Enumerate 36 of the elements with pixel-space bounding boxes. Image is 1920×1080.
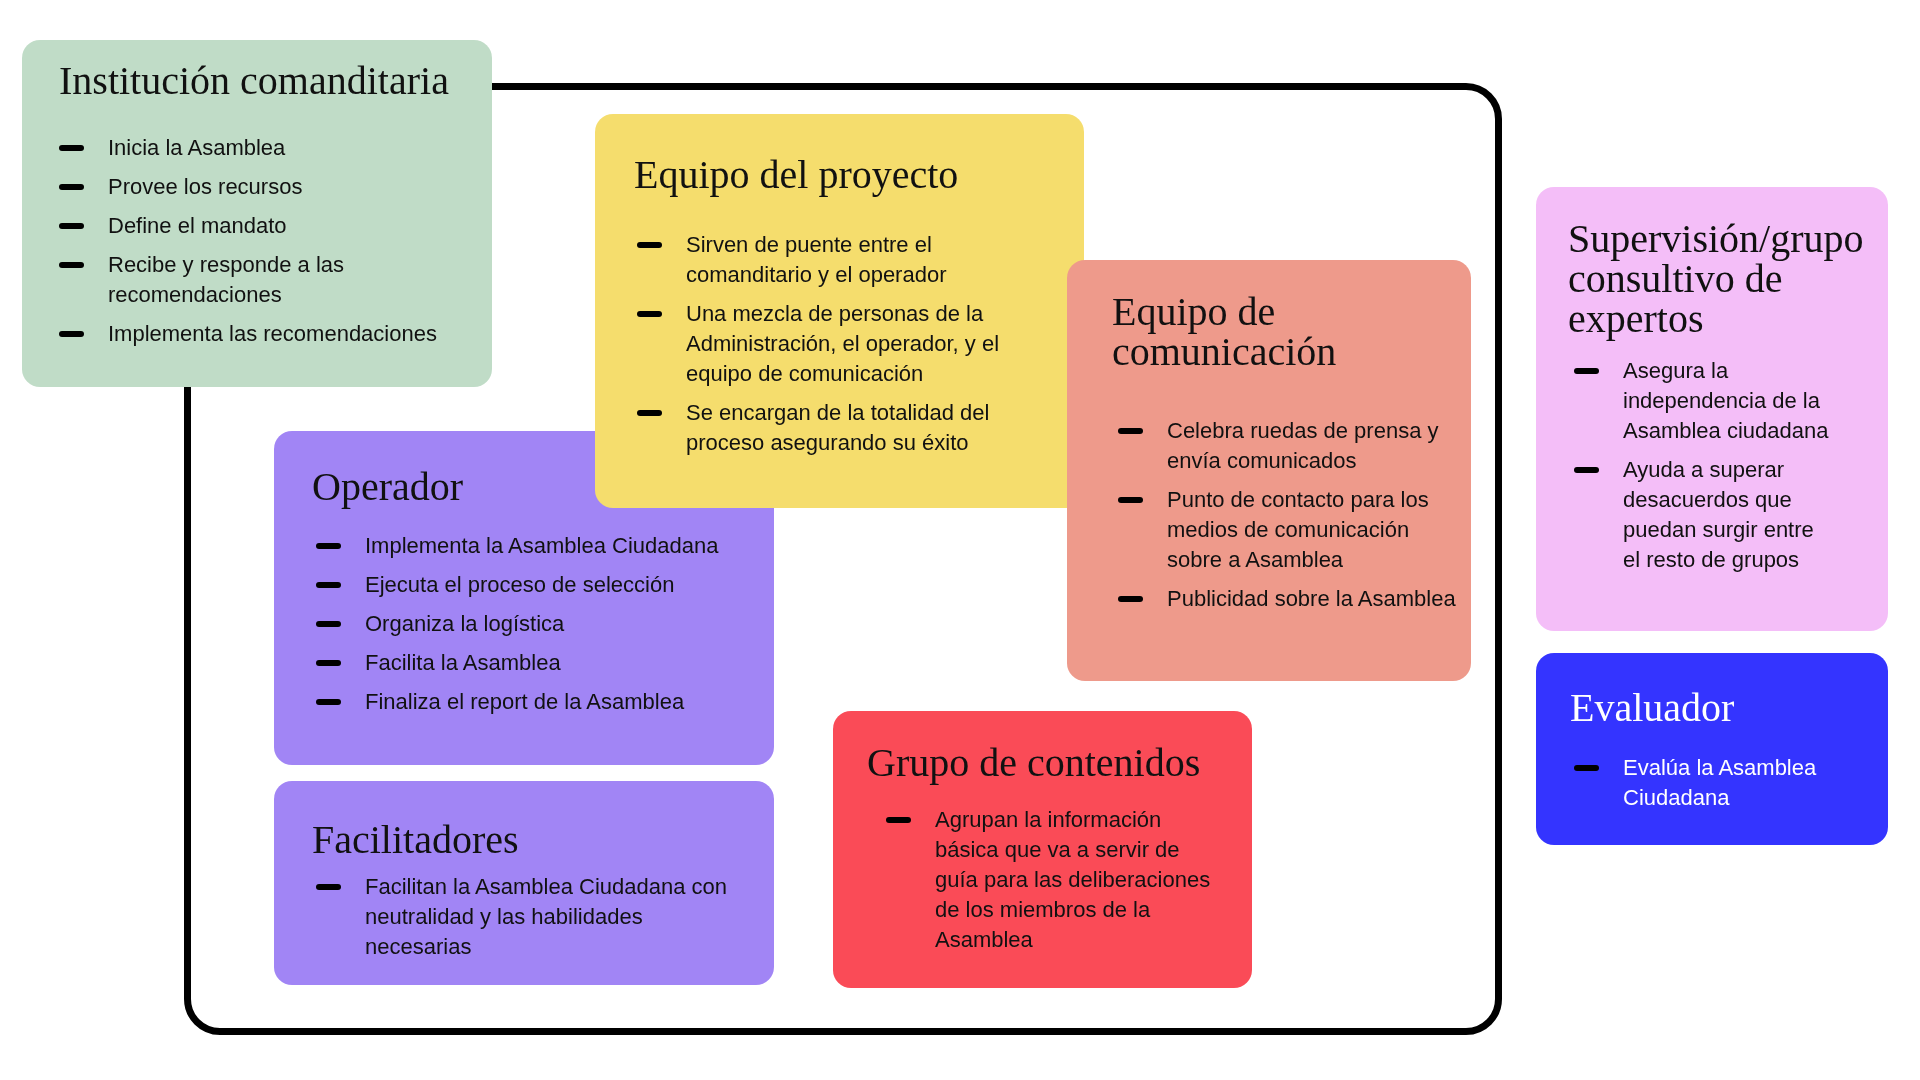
card-heading: Grupo de contenidos	[867, 743, 1202, 783]
role-card	[1067, 260, 1471, 681]
list-item-text: Inicia la Asamblea	[108, 134, 287, 162]
list-item-text: Una mezcla de personas de la Administración, el operador, y el equipo de comunicación	[686, 300, 1001, 388]
card-heading: Facilitadores	[312, 820, 520, 860]
role-card	[595, 114, 1084, 508]
card-heading: Operador	[312, 467, 465, 507]
list-item-text: Recibe y responde a las recomendaciones	[108, 251, 346, 309]
list-item-text: Implementa las recomendaciones	[108, 320, 438, 348]
list-item-text: Ayuda a superar desacuerdos que puedan surgir entre el resto de grupos	[1623, 456, 1815, 574]
list-item-text: Organiza la logística	[365, 610, 566, 638]
list-item-text: Facilitan la Asamblea Ciudadana con neutralidad y las habilidades necesarias	[365, 873, 728, 961]
card-heading: Institución comanditaria	[59, 61, 450, 101]
list-item-text: Facilita la Asamblea	[365, 649, 562, 677]
card-heading: Evaluador	[1570, 688, 1736, 728]
list-item-text: Sirven de puente entre el comanditario y el operador	[686, 231, 948, 289]
list-item-text: Punto de contacto para los medios de comunicación sobre a Asamblea	[1167, 486, 1430, 574]
role-card	[274, 781, 774, 985]
list-item-text: Ejecuta el proceso de selección	[365, 571, 676, 599]
list-item-text: Evalúa la Asamblea Ciudadana	[1623, 754, 1818, 812]
list-item-text: Asegura la independencia de la Asamblea ciudadana	[1623, 357, 1830, 445]
list-item-text: Se encargan de la totalidad del proceso asegurando su éxito	[686, 399, 991, 457]
list-item-text: Agrupan la información básica que va a servir de guía para las deliberaciones de los miembros de la Asamblea	[935, 806, 1212, 954]
list-item-text: Finaliza el report de la Asamblea	[365, 688, 686, 716]
role-card	[22, 40, 492, 387]
role-card	[833, 711, 1252, 988]
card-heading: Equipo de comunicación	[1112, 292, 1338, 372]
list-item-text: Publicidad sobre la Asamblea	[1167, 585, 1457, 613]
role-card	[1536, 187, 1888, 631]
list-item-text: Implementa la Asamblea Ciudadana	[365, 532, 720, 560]
role-card	[1536, 653, 1888, 845]
list-item-text: Celebra ruedas de prensa y envía comunicados	[1167, 417, 1440, 475]
card-heading: Equipo del proyecto	[634, 155, 960, 195]
card-heading: Supervisión/grupo consultivo de expertos	[1568, 219, 1865, 339]
list-item-text: Provee los recursos	[108, 173, 304, 201]
list-item-text: Define el mandato	[108, 212, 288, 240]
